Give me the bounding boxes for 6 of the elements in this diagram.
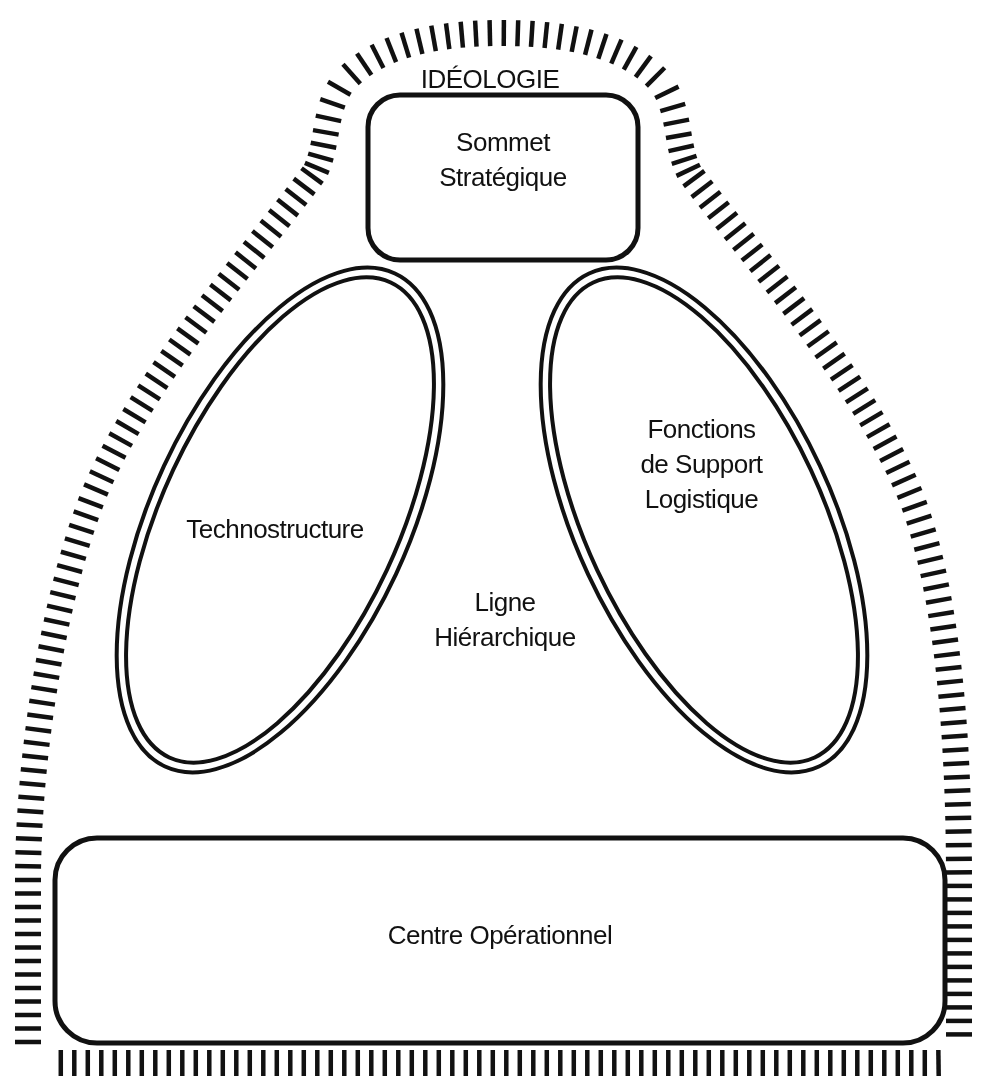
heading: IDÉOLOGIE (419, 63, 561, 96)
ellipse-label: Fonctions de Support Logistique (639, 413, 764, 517)
box-label: Centre Opérationnel (386, 919, 614, 952)
ellipse-label: Technostructure (185, 513, 365, 546)
box-label: Sommet Stratégique (438, 126, 568, 195)
area-label: Ligne Hiérarchique (433, 586, 577, 655)
